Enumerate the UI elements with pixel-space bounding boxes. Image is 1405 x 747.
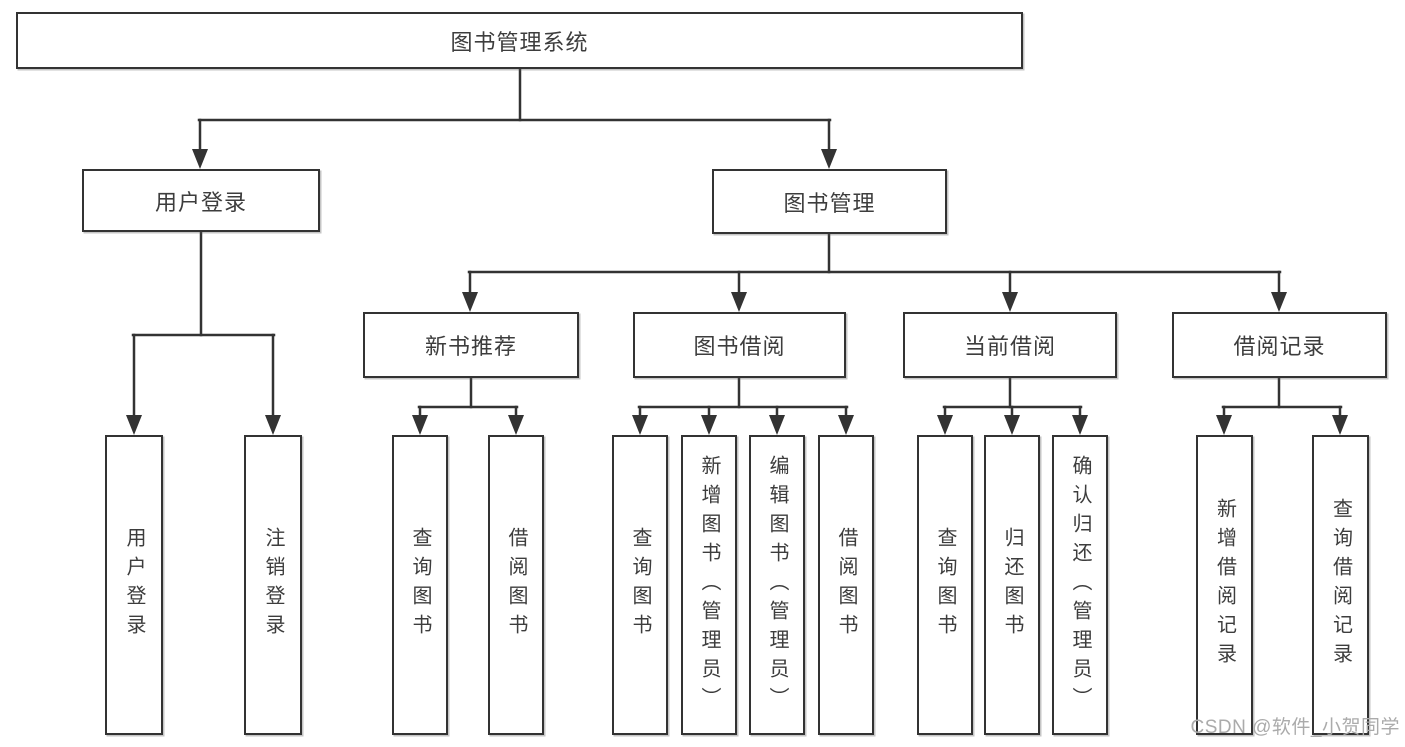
leaf-add-borrow-record: 新增借阅记录 bbox=[1196, 435, 1253, 735]
leaf-edit-books-admin: 编辑图书（管理员） bbox=[749, 435, 805, 735]
node-book-management: 图书管理 bbox=[712, 169, 947, 234]
leaf-query-books-borrowing: 查询图书 bbox=[612, 435, 668, 735]
leaf-query-books-current-label: 查询图书 bbox=[934, 527, 956, 643]
node-borrowing-records: 借阅记录 bbox=[1172, 312, 1387, 378]
leaf-query-borrow-record-label: 查询借阅记录 bbox=[1329, 498, 1352, 672]
leaf-logout-login: 注销登录 bbox=[244, 435, 302, 735]
leaf-return-books: 归还图书 bbox=[984, 435, 1040, 735]
node-current-borrowing: 当前借阅 bbox=[903, 312, 1117, 378]
leaf-user-login: 用户登录 bbox=[105, 435, 163, 735]
node-borrowing-records-label: 借阅记录 bbox=[1233, 334, 1326, 359]
node-library-system-root: 图书管理系统 bbox=[16, 12, 1023, 69]
arrowheads bbox=[126, 149, 1348, 435]
node-book-management-label: 图书管理 bbox=[783, 190, 876, 216]
leaf-query-books-recommend-label: 查询图书 bbox=[409, 527, 431, 643]
node-library-system-root-label: 图书管理系统 bbox=[450, 29, 589, 55]
leaf-borrow-books-borrowing: 借阅图书 bbox=[818, 435, 874, 735]
leaf-query-books-recommend: 查询图书 bbox=[392, 435, 448, 735]
watermark-text: CSDN @软件_小贺同学 bbox=[1190, 717, 1400, 738]
leaf-edit-books-admin-label: 编辑图书（管理员） bbox=[766, 454, 788, 716]
leaf-return-books-label: 归还图书 bbox=[1001, 527, 1023, 643]
leaf-logout-login-label: 注销登录 bbox=[262, 527, 284, 643]
node-user-login: 用户登录 bbox=[82, 169, 320, 232]
leaf-borrow-books-recommend-label: 借阅图书 bbox=[505, 527, 527, 643]
node-new-book-recommendation-label: 新书推荐 bbox=[424, 334, 517, 359]
node-new-book-recommendation: 新书推荐 bbox=[363, 312, 579, 378]
leaf-borrow-books-recommend: 借阅图书 bbox=[488, 435, 544, 735]
leaf-query-books-current: 查询图书 bbox=[917, 435, 973, 735]
leaf-add-borrow-record-label: 新增借阅记录 bbox=[1213, 498, 1236, 672]
node-current-borrowing-label: 当前借阅 bbox=[963, 334, 1056, 359]
leaf-query-borrow-record: 查询借阅记录 bbox=[1312, 435, 1369, 735]
leaf-confirm-return-admin-label: 确认归还（管理员） bbox=[1069, 454, 1091, 716]
leaf-add-books-admin: 新增图书（管理员） bbox=[681, 435, 737, 735]
leaf-borrow-books-borrowing-label: 借阅图书 bbox=[835, 527, 857, 643]
leaf-add-books-admin-label: 新增图书（管理员） bbox=[698, 454, 720, 716]
leaf-user-login-label: 用户登录 bbox=[123, 527, 145, 643]
leaf-confirm-return-admin: 确认归还（管理员） bbox=[1052, 435, 1108, 735]
node-book-borrowing-label: 图书借阅 bbox=[693, 334, 786, 359]
leaf-query-books-borrowing-label: 查询图书 bbox=[629, 527, 651, 643]
node-user-login-label: 用户登录 bbox=[154, 189, 247, 215]
node-book-borrowing: 图书借阅 bbox=[633, 312, 846, 378]
